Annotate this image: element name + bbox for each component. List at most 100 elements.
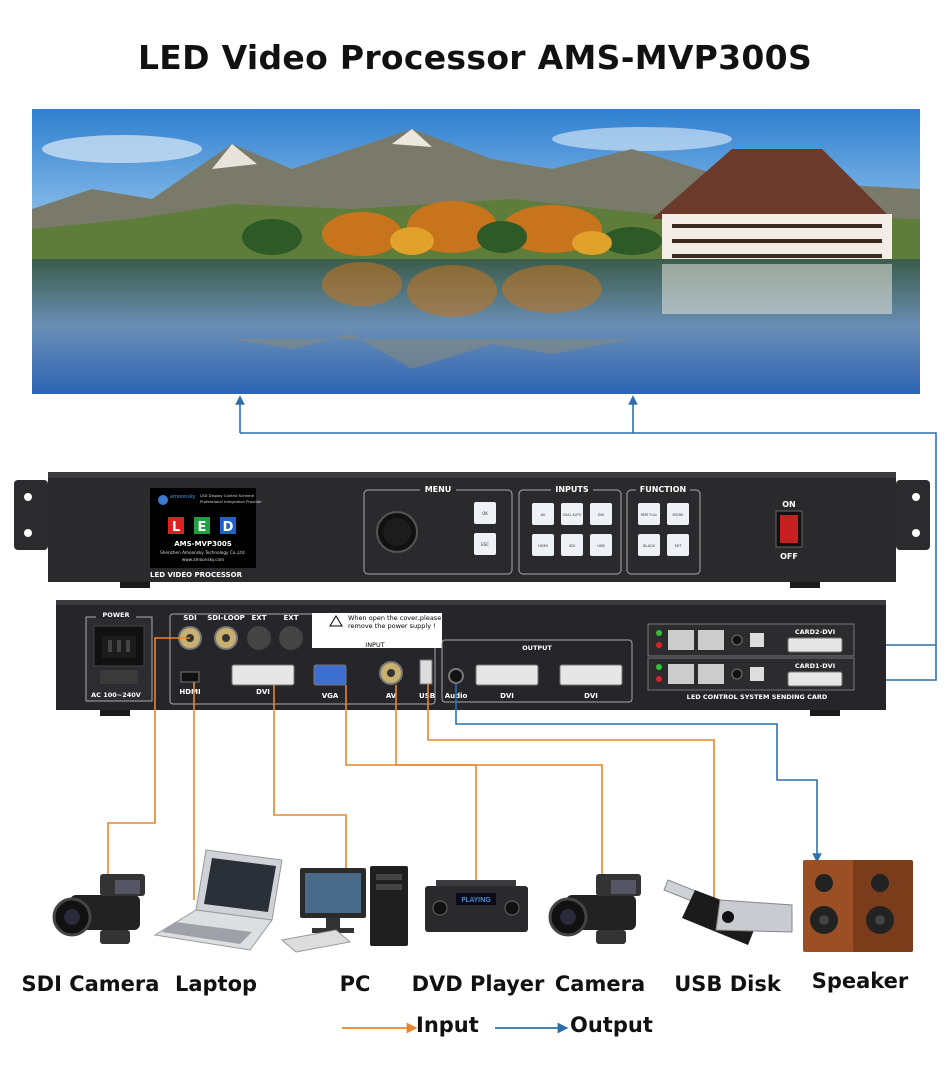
output-line-speaker	[455, 683, 822, 863]
av-port-label: AV	[386, 692, 397, 700]
menu-label: MENU	[425, 485, 452, 494]
power-label: POWER	[103, 611, 130, 619]
dvi-output-port-1-label: DVI	[500, 692, 514, 700]
black-label: BLACK	[643, 544, 655, 548]
rear-panel: POWER AC 100~240V When open the cover,pl…	[56, 600, 886, 716]
sending-card-label: LED CONTROL SYSTEM SENDING CARD	[687, 693, 828, 701]
ext-label: EXT	[675, 544, 683, 548]
legend-input-label: Input	[416, 1013, 479, 1037]
vga-port[interactable]	[313, 664, 347, 686]
card1-dvi-port[interactable]	[787, 671, 843, 687]
lcd-model: AMS-MVP300S	[174, 540, 232, 548]
input-buttons: AV VGA1 AUTO DVI HDMI SDI USB	[532, 503, 612, 556]
ok-label: OK	[482, 511, 488, 516]
input-line-pc	[273, 685, 347, 868]
input-line-sdi-camera	[107, 637, 190, 875]
on-label: ON	[782, 500, 796, 509]
inputs-label: INPUTS	[555, 485, 588, 494]
ext2-port-label: EXT	[284, 614, 299, 622]
sdi-camera-icon	[52, 874, 145, 944]
warning-line2: remove the power supply !	[348, 622, 436, 630]
function-label: FUNCTION	[640, 485, 686, 494]
card1-label: CARD1-DVI	[795, 662, 835, 670]
page-title: LED Video Processor AMS-MVP300S	[137, 38, 813, 77]
device-label-speaker: Speaker	[811, 969, 909, 993]
card1-rj45-port-2[interactable]	[698, 664, 724, 684]
input-line-usb	[427, 684, 715, 905]
dvi-input-port-label: DVI	[256, 688, 270, 696]
card2-label: CARD2-DVI	[795, 628, 835, 636]
input-line-camera	[395, 685, 603, 875]
input-label: INPUT	[365, 641, 384, 649]
ok-button[interactable]	[474, 502, 496, 524]
front-panel: amoonsky LED Display Control Scheme Prof…	[14, 472, 930, 588]
legend-output-label: Output	[570, 1013, 653, 1037]
menu-buttons: OK ESC	[474, 502, 496, 555]
usb-label: USB	[597, 544, 605, 548]
usb-disk-icon	[663, 879, 793, 945]
hdmi-port-label: HDMI	[179, 688, 200, 696]
card1-rj45-port-1[interactable]	[668, 664, 694, 684]
output-label: OUTPUT	[522, 644, 552, 652]
front-model-caption: LED VIDEO PROCESSOR	[150, 571, 243, 579]
vga-auto-button[interactable]	[561, 503, 583, 525]
device-label-sdi-camera: SDI Camera	[21, 972, 160, 996]
dvi-output-port-2-label: DVI	[584, 692, 598, 700]
off-label: OFF	[780, 552, 798, 561]
ext-button[interactable]	[667, 534, 689, 556]
sdi-loop-port-label: SDI-LOOP	[207, 614, 245, 622]
card2-rj45-port-1[interactable]	[668, 630, 694, 650]
hdmi-button[interactable]	[532, 534, 554, 556]
device-label-dvd-player: DVD Player	[411, 972, 545, 996]
lcd-company: Shenzhen Amoonsky Technology Co.,Ltd.	[160, 550, 246, 555]
camera-icon	[548, 874, 641, 944]
lcd-letter-d: D	[223, 520, 234, 535]
part-full-button[interactable]	[638, 503, 660, 525]
warning-line1: When open the cover,please	[348, 614, 441, 622]
usb-port-label: USB	[419, 692, 435, 700]
lcd-letter-e: E	[198, 520, 207, 535]
vga-port-label: VGA	[322, 692, 339, 700]
audio-port[interactable]	[448, 668, 464, 684]
speaker-icon	[803, 860, 913, 952]
esc-button[interactable]	[474, 533, 496, 555]
dvi-label: DVI	[598, 513, 604, 517]
dvi-input-port[interactable]	[231, 664, 295, 686]
ext1-port[interactable]	[247, 626, 271, 650]
power-switch[interactable]	[780, 515, 798, 543]
lcd-brand-sub2: Professional Integration Provider	[200, 499, 262, 504]
black-button[interactable]	[638, 534, 660, 556]
laptop-icon	[153, 849, 283, 951]
usb-button[interactable]	[590, 534, 612, 556]
card2-dvi-port[interactable]	[787, 637, 843, 653]
ext1-port-label: EXT	[252, 614, 267, 622]
hdmi-port[interactable]	[180, 671, 200, 683]
device-label-pc: PC	[339, 972, 371, 996]
lcd-website: www.amoonsky.com	[182, 557, 224, 562]
dvi-output-port-2[interactable]	[559, 664, 623, 686]
mode-button[interactable]	[667, 503, 689, 525]
sdi-button[interactable]	[561, 534, 583, 556]
mode-label: MODE	[673, 513, 685, 517]
device-label-camera: Camera	[554, 972, 646, 996]
hdmi-label: HDMI	[538, 544, 548, 548]
av-button[interactable]	[532, 503, 554, 525]
landscape-illustration	[32, 109, 920, 394]
vga-auto-label: VGA1 AUTO	[563, 513, 582, 517]
dvd-display-text: PLAYING	[461, 896, 491, 904]
dvi-button[interactable]	[590, 503, 612, 525]
usb-port[interactable]	[419, 659, 433, 685]
av-label: AV	[541, 513, 546, 517]
ext2-port[interactable]	[279, 626, 303, 650]
dvi-output-port-1[interactable]	[475, 664, 539, 686]
lcd-brand-sub1: LED Display Control Scheme	[200, 493, 255, 498]
function-buttons: PART FULL MODE BLACK EXT	[638, 503, 689, 556]
device-label-laptop: Laptop	[174, 972, 258, 996]
esc-label: ESC	[481, 542, 489, 547]
device-label-usb-disk: USB Disk	[674, 972, 781, 996]
card2-rj45-port-2[interactable]	[698, 630, 724, 650]
sdi-port-label: SDI	[183, 614, 196, 622]
power-rating: AC 100~240V	[91, 691, 141, 699]
sdi-label: SDI	[569, 544, 575, 548]
